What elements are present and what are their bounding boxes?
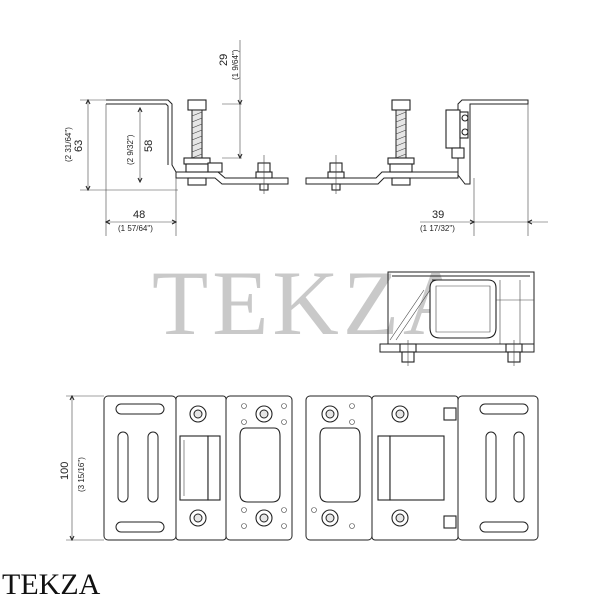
dim-58-inch-label: (2 9/32") [126, 134, 135, 165]
dim-29-inch-label: (1 9/64") [231, 49, 240, 80]
dim-63-inch-label: (2 31/64") [64, 127, 73, 162]
dim-58-label: 58 [143, 140, 155, 152]
brand-logo-text: TEKZA [2, 568, 101, 600]
plan-view-left: 100 (3 15/16") [59, 394, 293, 542]
watermark-text: TEKZA [152, 252, 473, 354]
dim-39-inch-label: (1 17/32") [420, 224, 455, 233]
dim-39-label: 39 [432, 209, 444, 221]
dim-48-inch-label: (1 57/64") [118, 224, 153, 233]
dim-100-inch-label: (3 15/16") [77, 457, 86, 492]
plan-view-right [305, 395, 539, 541]
dim-48-label: 48 [133, 209, 145, 221]
dim-100-label: 100 [59, 462, 71, 480]
dim-29-label: 29 [218, 54, 230, 66]
side-view-left: 63 (2 31/64") 58 (2 9/32") 29 (1 9/64") … [64, 40, 289, 236]
front-view [379, 271, 535, 366]
side-view-right: 39 (1 17/32") [305, 99, 548, 236]
dim-63-label: 63 [73, 140, 85, 152]
